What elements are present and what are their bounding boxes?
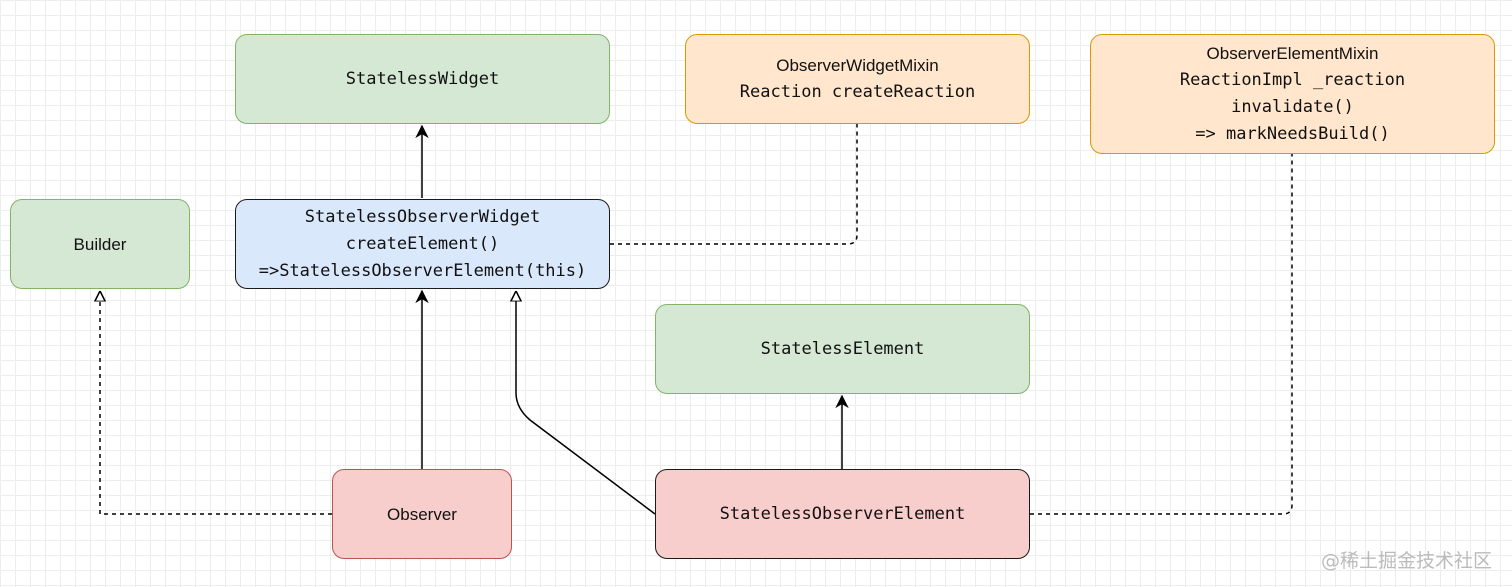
node-label: ObserverElementMixin — [1206, 44, 1379, 63]
node-builder[interactable]: Builder — [10, 199, 190, 289]
node-label: createElement() — [345, 233, 500, 254]
edge-soe-to-sow — [516, 292, 656, 515]
node-label: Observer — [387, 504, 457, 524]
node-label: ObserverWidgetMixin — [776, 56, 939, 75]
node-stateless-element[interactable]: StatelessElement — [655, 304, 1030, 394]
node-label: StatelessWidget — [345, 68, 500, 89]
node-label: StatelessObserverElement — [719, 503, 966, 524]
node-label: StatelessElement — [760, 338, 925, 359]
node-label: Reaction createReaction — [739, 82, 976, 102]
node-label: invalidate() — [1231, 97, 1354, 117]
node-label: ReactionImpl _reaction — [1179, 70, 1406, 90]
node-label: StatelessObserverWidget — [304, 206, 541, 227]
edge-observer-to-builder — [100, 292, 332, 515]
node-stateless-observer-widget[interactable]: StatelessObserverWidget createElement() … — [235, 199, 610, 289]
node-label: =>StatelessObserverElement(this) — [258, 260, 587, 281]
node-stateless-widget[interactable]: StatelessWidget — [235, 34, 610, 124]
watermark: @稀土掘金技术社区 — [1320, 550, 1492, 572]
node-label: => markNeedsBuild() — [1195, 124, 1390, 144]
edge-soe-to-observerelementmixin — [1030, 154, 1293, 515]
node-observer[interactable]: Observer — [332, 469, 512, 559]
node-stateless-observer-element[interactable]: StatelessObserverElement — [655, 469, 1030, 559]
node-observer-element-mixin[interactable]: ObserverElementMixin ReactionImpl _react… — [1090, 34, 1495, 154]
node-observer-widget-mixin[interactable]: ObserverWidgetMixin Reaction createReact… — [685, 34, 1030, 124]
edge-sow-to-observerwidgetmixin — [610, 124, 858, 245]
node-label: Builder — [73, 234, 127, 254]
